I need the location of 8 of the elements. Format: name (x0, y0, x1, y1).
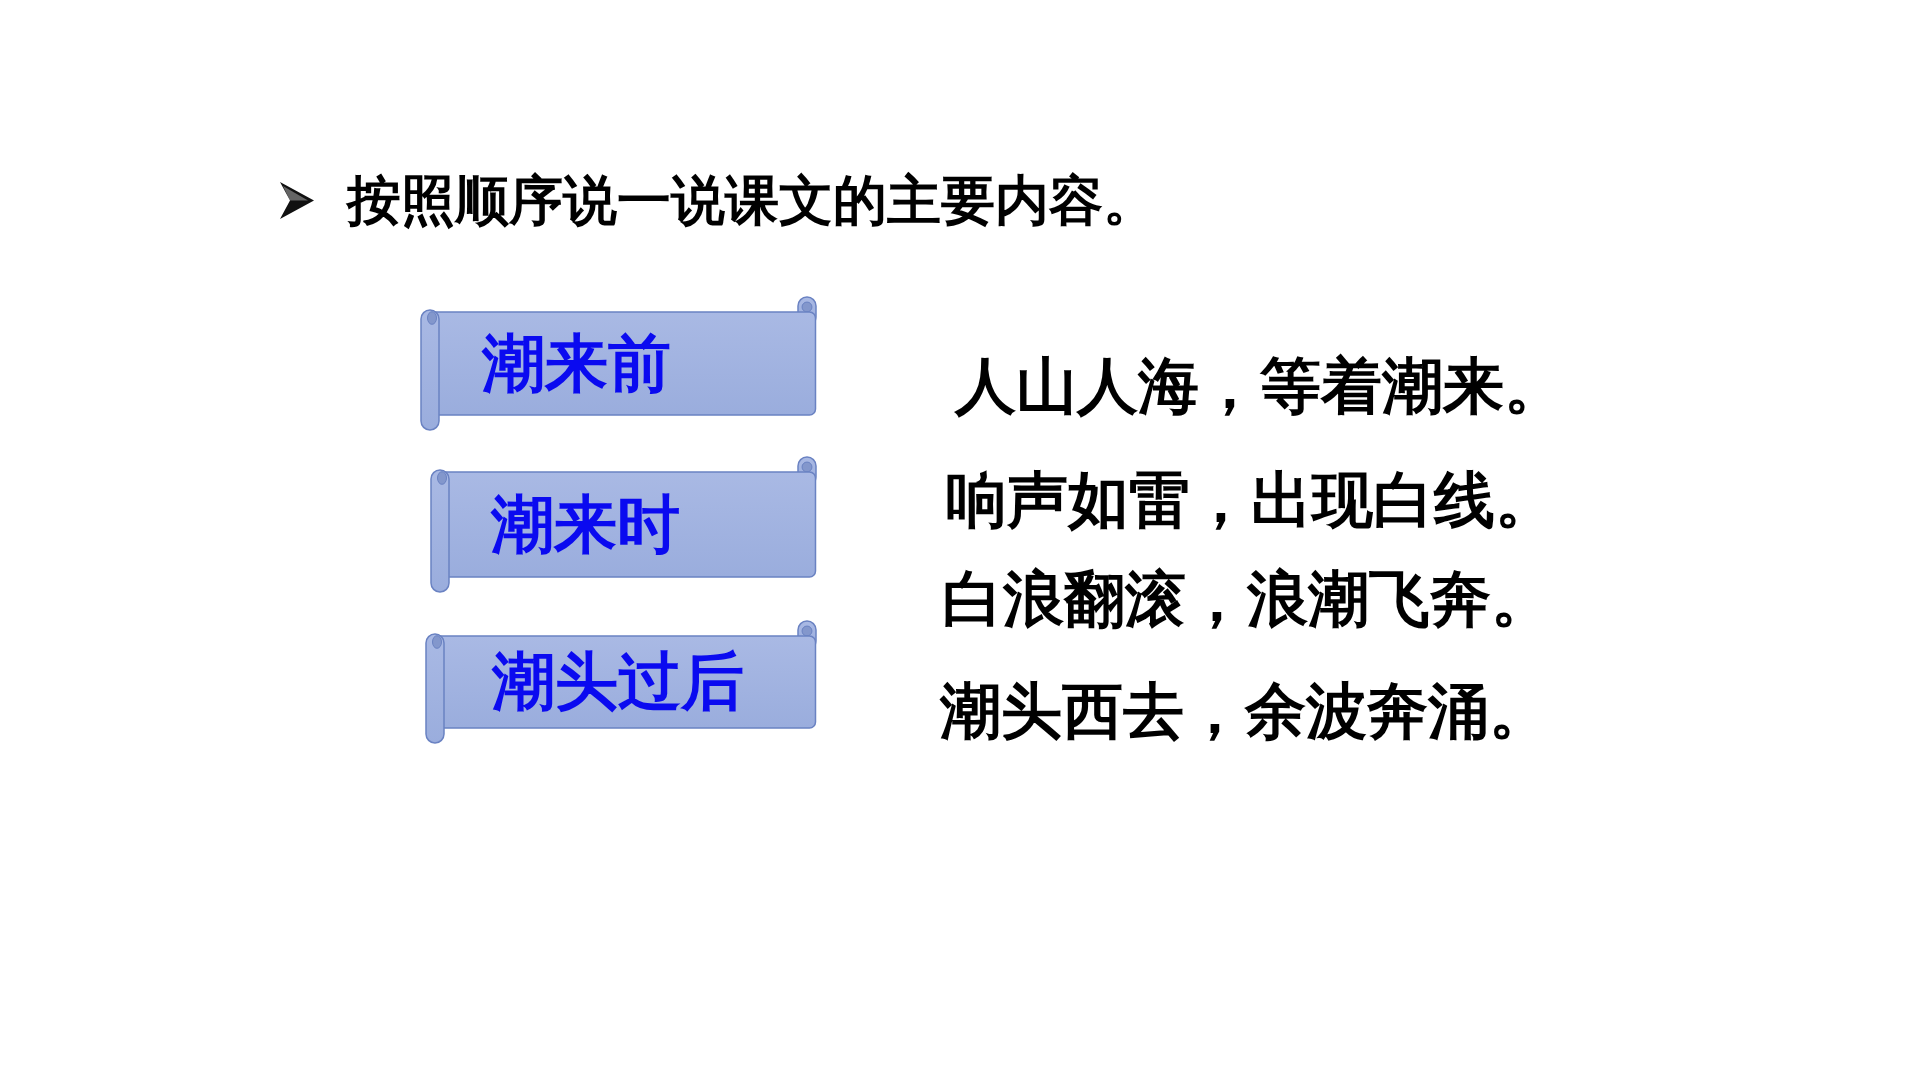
summary-sentence: 人山人海，等着潮来。 (955, 350, 1565, 422)
heading: 按照顺序说一说课文的主要内容。 (347, 168, 1157, 234)
banner-label: 潮头过后 (492, 646, 745, 718)
summary-sentence: 响声如雷，出现白线。 (946, 464, 1556, 536)
summary-sentence: 白浪翻滚，浪潮飞奔。 (942, 563, 1552, 635)
summary-sentence: 潮头西去，余波奔涌。 (940, 675, 1550, 747)
banner-label: 潮来时 (491, 488, 681, 561)
banner-label: 潮来前 (482, 327, 672, 400)
